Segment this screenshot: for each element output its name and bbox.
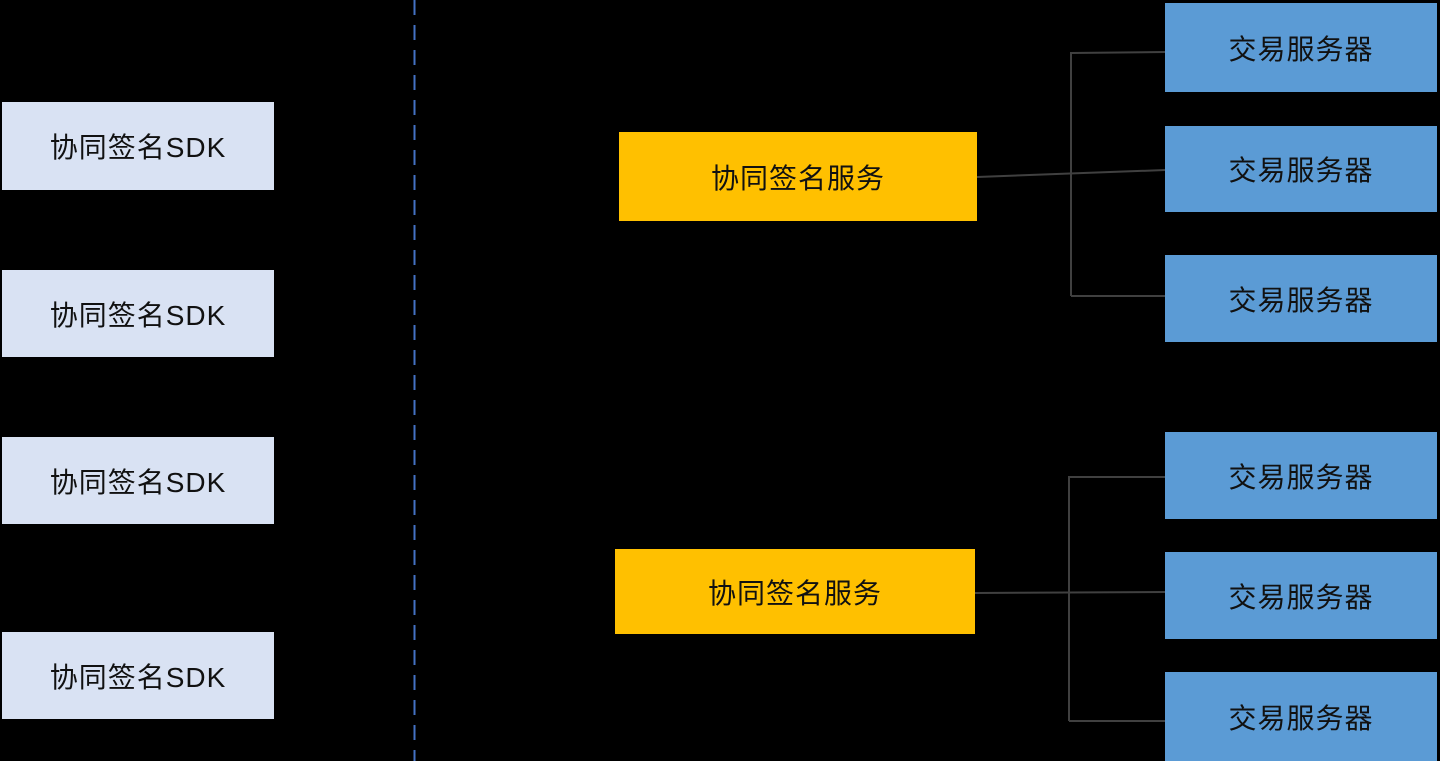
sdk-node-2-label: 协同签名SDK: [49, 299, 227, 331]
sdk-node-1: 协同签名SDK: [2, 102, 274, 190]
connector-service2-to-server5: [974, 591, 1166, 594]
server-node-3-label: 交易服务器: [1228, 284, 1374, 316]
sdk-node-3: 协同签名SDK: [2, 437, 274, 524]
connector-service1-to-server2: [976, 169, 1166, 178]
server-node-5: 交易服务器: [1165, 552, 1437, 639]
sdk-node-4: 协同签名SDK: [2, 632, 274, 719]
server-node-2-label: 交易服务器: [1228, 155, 1374, 186]
sdk-node-3-label: 协同签名SDK: [49, 466, 227, 498]
server-node-1-label: 交易服务器: [1228, 33, 1374, 65]
server-node-1: 交易服务器: [1165, 3, 1437, 92]
server-node-2: 交易服务器: [1165, 126, 1437, 212]
server-node-6: 交易服务器: [1165, 672, 1437, 761]
connector-branch-top-1: [1070, 51, 1166, 54]
server-node-4-label: 交易服务器: [1228, 461, 1374, 493]
service-node-2-label: 协同签名服务: [707, 577, 882, 609]
server-node-6-label: 交易服务器: [1228, 702, 1374, 734]
server-node-4: 交易服务器: [1165, 432, 1437, 519]
server-node-3: 交易服务器: [1165, 255, 1437, 342]
service-node-2: 协同签名服务: [615, 549, 975, 634]
service-node-1-label: 协同签名服务: [710, 162, 885, 194]
server-node-5-label: 交易服务器: [1228, 581, 1374, 613]
service-node-1: 协同签名服务: [619, 132, 977, 221]
sdk-node-1-label: 协同签名SDK: [49, 132, 227, 163]
sdk-node-4-label: 协同签名SDK: [49, 661, 227, 693]
sdk-node-2: 协同签名SDK: [2, 270, 274, 357]
